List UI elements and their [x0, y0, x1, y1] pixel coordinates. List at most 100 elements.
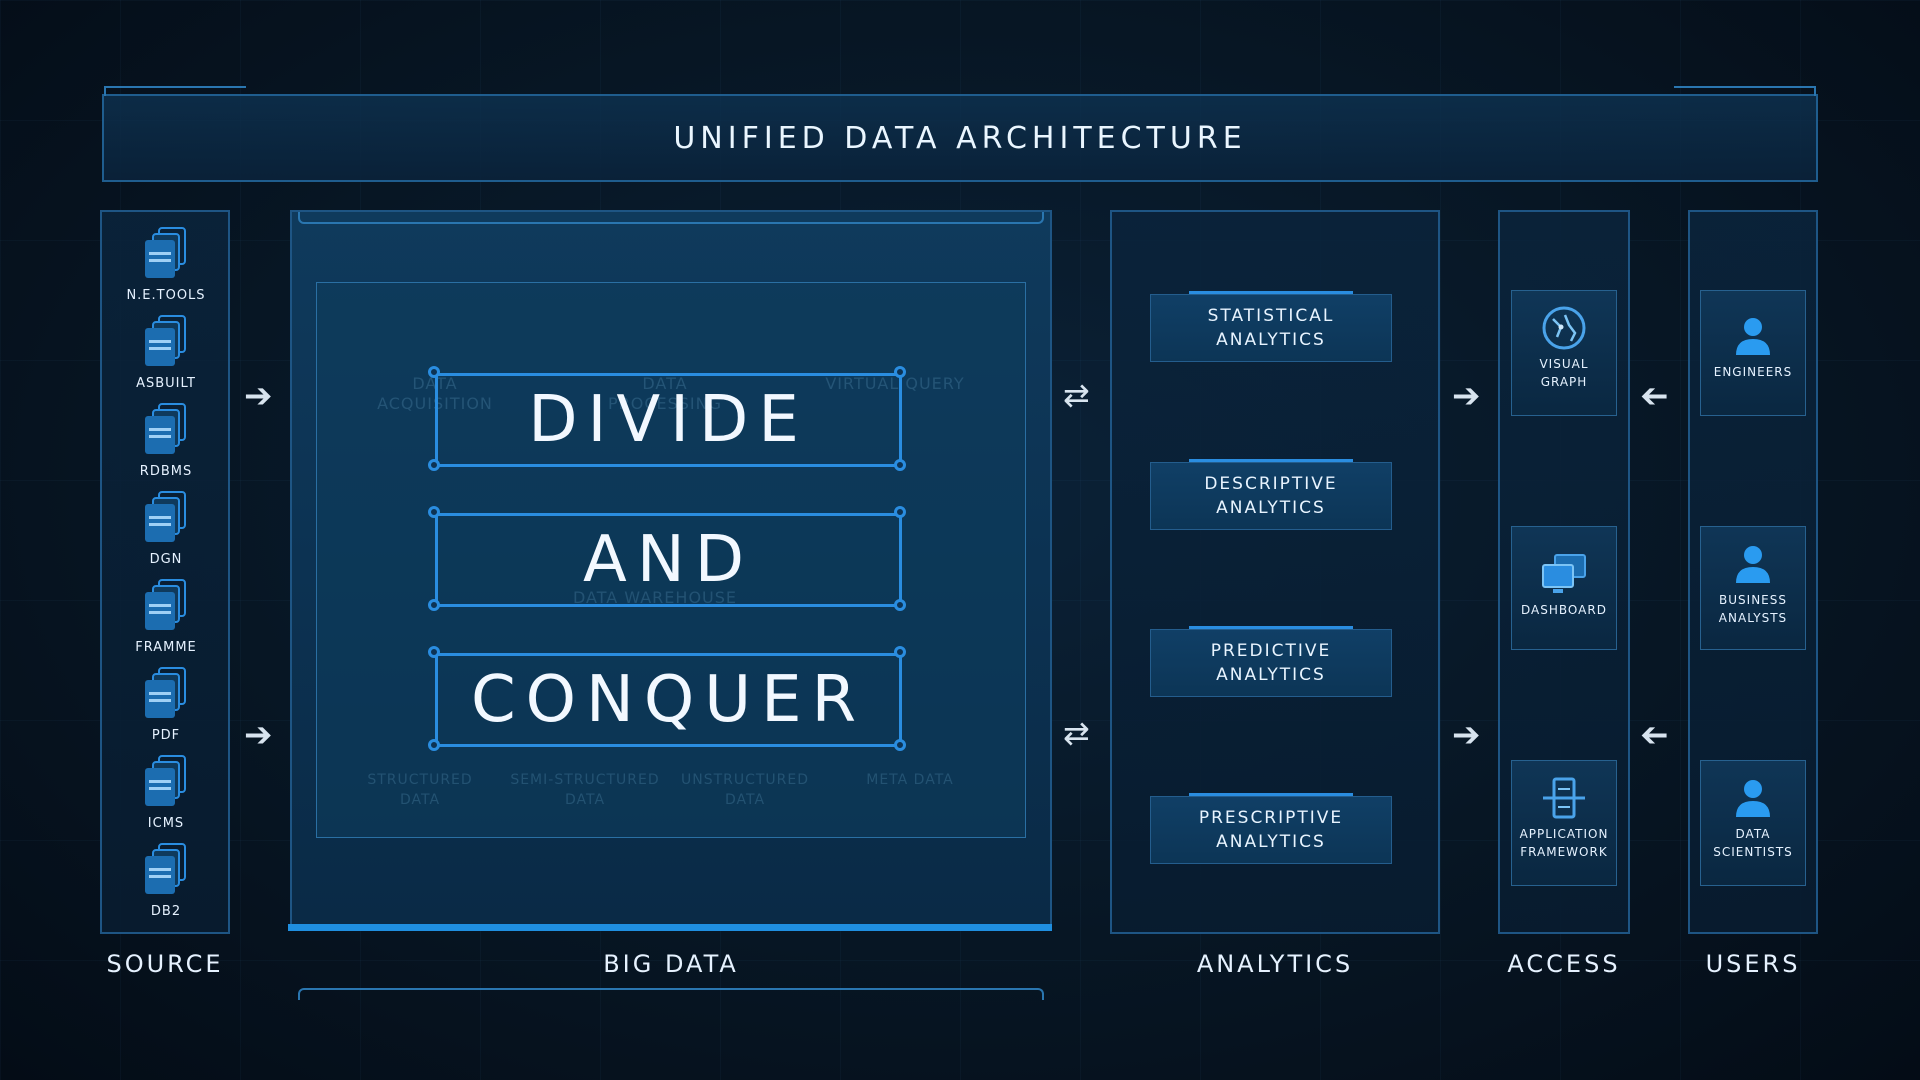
user-label: BUSINESS — [1719, 593, 1787, 607]
faint-label-data-processing: DATA PROCESSING — [607, 374, 723, 413]
access-application-framework: APPLICATION FRAMEWORK — [1511, 760, 1617, 886]
analytics-prescriptive: PRESCRIPTIVE ANALYTICS — [1150, 793, 1392, 864]
title-bar: UNIFIED DATA ARCHITECTURE — [102, 86, 1818, 182]
user-icon — [1728, 541, 1778, 587]
analytics-label: DESCRIPTIVE — [1204, 474, 1338, 494]
source-item-ne-tools: N.E.TOOLS — [102, 226, 230, 303]
page-title: UNIFIED DATA ARCHITECTURE — [673, 120, 1247, 156]
monitors-icon — [1539, 551, 1589, 597]
arrow-left-icon: ➔ — [1640, 715, 1669, 755]
access-label: DASHBOARD — [1521, 603, 1607, 617]
headline-and: AND — [435, 513, 902, 607]
source-item-pdf: PDF — [102, 666, 230, 743]
resize-handle — [428, 646, 440, 658]
user-data-scientists: DATA SCIENTISTS — [1700, 760, 1806, 886]
user-icon — [1728, 313, 1778, 359]
analytics-label: STATISTICAL — [1207, 306, 1335, 326]
document-stack-icon — [139, 226, 193, 286]
document-stack-icon — [139, 402, 193, 462]
access-label: GRAPH — [1540, 375, 1588, 389]
source-label: RDBMS — [139, 464, 193, 479]
resize-handle — [894, 646, 906, 658]
source-label: DGN — [149, 552, 183, 567]
analytics-descriptive: DESCRIPTIVE ANALYTICS — [1150, 459, 1392, 530]
access-label: APPLICATION — [1519, 827, 1609, 841]
analytics-statistical: STATISTICAL ANALYTICS — [1150, 291, 1392, 362]
faint-label-structured: STRUCTURED DATA — [367, 772, 473, 808]
source-label: PDF — [151, 728, 181, 743]
arrow-right-icon: ➔ — [244, 376, 273, 416]
resize-handle — [894, 366, 906, 378]
access-label: FRAMEWORK — [1520, 845, 1608, 859]
headline-conquer: CONQUER — [435, 653, 902, 747]
bidirectional-arrow-icon: ⇄ — [1063, 376, 1090, 414]
document-stack-icon — [139, 578, 193, 638]
faint-label-data-acquisition: DATA ACQUISITION — [377, 374, 493, 413]
user-label: SCIENTISTS — [1713, 845, 1793, 859]
user-label: DATA — [1735, 827, 1771, 841]
analytics-label: PREDICTIVE — [1210, 641, 1332, 661]
document-stack-icon — [139, 842, 193, 902]
analytics-label: PRESCRIPTIVE — [1198, 808, 1344, 828]
resize-handle — [894, 459, 906, 471]
resize-handle — [428, 506, 440, 518]
big-data-bottom-frame — [298, 988, 1044, 1000]
column-label-users: USERS — [1705, 950, 1801, 978]
column-label-big-data: BIG DATA — [603, 950, 739, 978]
faint-label-semi-structured: SEMI-STRUCTURED DATA — [510, 772, 660, 808]
faint-label-virtual-query: VIRTUAL QUERY — [825, 374, 965, 393]
column-label-access: ACCESS — [1507, 950, 1621, 978]
source-item-rdbms: RDBMS — [102, 402, 230, 479]
document-stack-icon — [139, 754, 193, 814]
globe-icon — [1539, 305, 1589, 351]
document-stack-icon — [139, 314, 193, 374]
headline-divide: DIVIDE — [435, 373, 902, 467]
source-item-db2: DB2 — [102, 842, 230, 919]
resize-handle — [428, 599, 440, 611]
user-engineers: ENGINEERS — [1700, 290, 1806, 416]
source-item-icms: ICMS — [102, 754, 230, 831]
resize-handle — [894, 599, 906, 611]
resize-handle — [428, 739, 440, 751]
arrow-left-icon: ➔ — [1640, 376, 1669, 416]
document-stack-icon — [139, 490, 193, 550]
faint-label-data-warehouse: DATA WAREHOUSE — [572, 588, 738, 607]
source-item-dgn: DGN — [102, 490, 230, 567]
user-label: ENGINEERS — [1713, 365, 1793, 379]
source-label: N.E.TOOLS — [126, 288, 206, 303]
source-label: DB2 — [150, 904, 182, 919]
resize-handle — [428, 459, 440, 471]
analytics-label: ANALYTICS — [1216, 665, 1326, 685]
user-icon — [1728, 775, 1778, 821]
big-data-bottom-bar — [288, 924, 1052, 931]
analytics-label: ANALYTICS — [1216, 330, 1326, 350]
access-label: VISUAL — [1539, 357, 1589, 371]
resize-handle — [428, 366, 440, 378]
resize-handle — [894, 506, 906, 518]
document-stack-icon — [139, 666, 193, 726]
arrow-right-icon: ➔ — [1452, 715, 1481, 755]
analytics-label: ANALYTICS — [1216, 832, 1326, 852]
user-business-analysts: BUSINESS ANALYSTS — [1700, 526, 1806, 650]
arrow-right-icon: ➔ — [1452, 376, 1481, 416]
resize-handle — [894, 739, 906, 751]
source-panel: N.E.TOOLS ASBUILT RDBMS DGN FRAMME PDF — [100, 210, 230, 934]
faint-label-unstructured: UNSTRUCTURED DATA — [680, 772, 810, 808]
source-label: ICMS — [147, 816, 185, 831]
column-label-source: SOURCE — [106, 950, 224, 978]
faint-label-meta: META DATA — [866, 772, 954, 788]
source-label: FRAMME — [135, 640, 197, 655]
user-label: ANALYSTS — [1718, 611, 1788, 625]
arrow-right-icon: ➔ — [244, 715, 273, 755]
bidirectional-arrow-icon: ⇄ — [1063, 714, 1090, 752]
source-label: ASBUILT — [136, 376, 196, 391]
access-dashboard: DASHBOARD — [1511, 526, 1617, 650]
access-visual-graph: VISUAL GRAPH — [1511, 290, 1617, 416]
source-item-asbuilt: ASBUILT — [102, 314, 230, 391]
big-data-top-frame — [298, 212, 1044, 224]
source-item-framme: FRAMME — [102, 578, 230, 655]
analytics-label: ANALYTICS — [1216, 498, 1326, 518]
analytics-predictive: PREDICTIVE ANALYTICS — [1150, 626, 1392, 697]
framework-icon — [1539, 775, 1589, 821]
column-label-analytics: ANALYTICS — [1196, 950, 1354, 978]
